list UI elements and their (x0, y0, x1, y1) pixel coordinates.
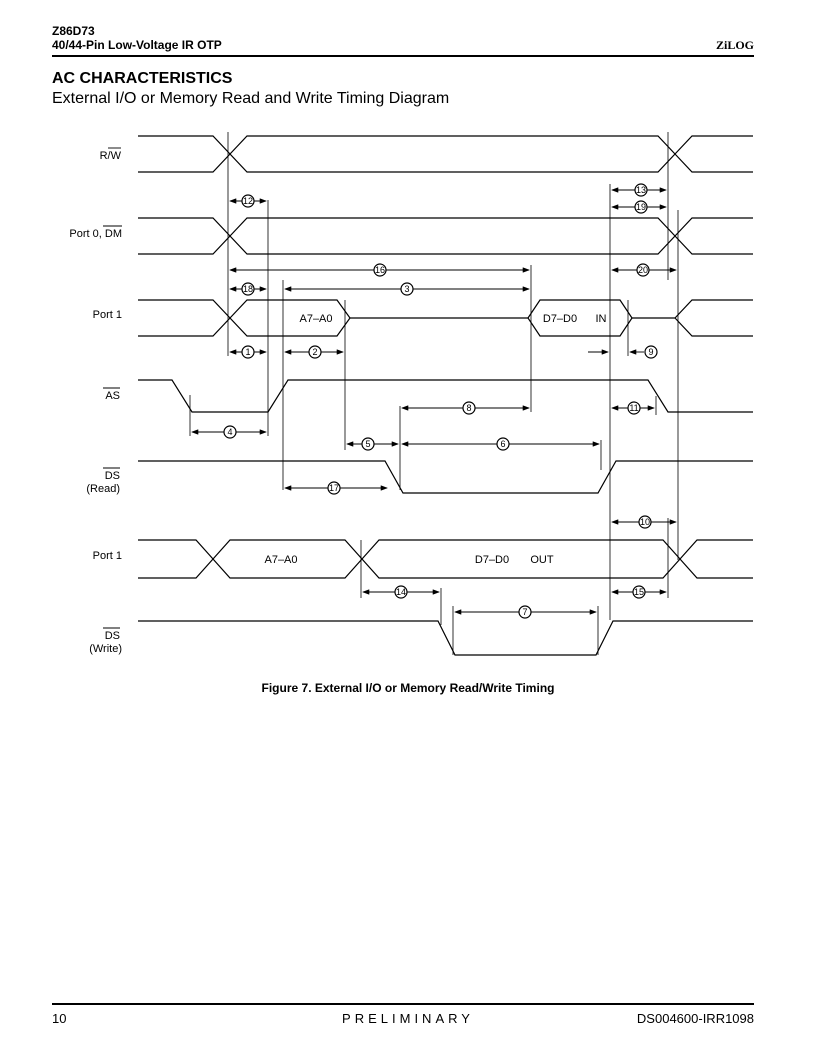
label-port1-write: Port 1 (93, 550, 122, 562)
param-3: 3 (400, 282, 414, 296)
param-16: 16 (373, 263, 387, 277)
svg-text:6: 6 (500, 439, 505, 449)
bus-read-data: D7–D0 (543, 313, 577, 325)
param-10: 10 (638, 515, 652, 529)
param-7: 7 (518, 605, 532, 619)
svg-text:1: 1 (245, 347, 250, 357)
part-subtitle: 40/44-Pin Low-Voltage IR OTP (52, 38, 222, 52)
reference-lines (189, 132, 679, 655)
param-12: 12 (241, 194, 255, 208)
label-port1-read: Port 1 (93, 309, 122, 321)
label-as: AS (105, 390, 120, 402)
waveform-ds-write (138, 620, 753, 656)
section-subtitle: External I/O or Memory Read and Write Ti… (52, 90, 450, 107)
svg-text:3: 3 (404, 284, 409, 294)
svg-text:5: 5 (365, 439, 370, 449)
section-title: AC CHARACTERISTICS (52, 70, 233, 87)
page-number: 10 (52, 1011, 67, 1026)
waveform-port1-read: A7–A0 D7–D0 IN (138, 299, 753, 337)
svg-text:20: 20 (638, 265, 648, 275)
label-port0: Port 0, DM (69, 228, 122, 240)
param-1: 1 (241, 345, 255, 359)
svg-text:18: 18 (243, 284, 253, 294)
svg-text:10: 10 (640, 517, 650, 527)
param-19: 19 (634, 200, 648, 214)
brand-logo: ZiLOG (715, 38, 754, 52)
param-17: 17 (327, 481, 341, 495)
param-15: 15 (632, 585, 646, 599)
svg-text:15: 15 (634, 587, 644, 597)
param-11: 11 (627, 401, 641, 415)
status-label: PRELIMINARY (342, 1011, 474, 1026)
waveform-ds-read (138, 460, 753, 494)
svg-text:16: 16 (375, 265, 385, 275)
bus-read-addr: A7–A0 (299, 313, 332, 325)
part-number: Z86D73 (52, 24, 95, 38)
svg-text:11: 11 (629, 403, 638, 413)
parameter-markers: 12 16 18 3 1 2 9 4 8 11 5 6 17 10 13 19 … (223, 183, 658, 619)
document-number: DS004600-IRR1098 (636, 1011, 754, 1026)
svg-text:13: 13 (636, 185, 646, 195)
param-6: 6 (496, 437, 510, 451)
bus-read-dir: IN (596, 313, 607, 325)
svg-text:14: 14 (396, 587, 406, 597)
param-18: 18 (241, 282, 255, 296)
param-4: 4 (223, 425, 237, 439)
param-20: 20 (636, 263, 650, 277)
header-left: Z86D73 40/44-Pin Low-Voltage IR OTP (52, 24, 222, 52)
param-5: 5 (361, 437, 375, 451)
footer-rule (52, 1003, 754, 1005)
param-13: 13 (634, 183, 648, 197)
label-rw: R/W (100, 150, 122, 162)
timing-diagram: R/W Port 0, DM Port 1 AS DS (Read) Port … (69, 132, 753, 656)
param-14: 14 (394, 585, 408, 599)
waveform-port1-write: A7–A0 D7–D0 OUT (138, 539, 753, 579)
figure-caption: Figure 7. External I/O or Memory Read/Wr… (261, 681, 555, 695)
bus-write-dir: OUT (530, 554, 554, 566)
svg-text:8: 8 (466, 403, 471, 413)
waveform-port0 (138, 217, 753, 255)
label-ds-read-note: (Read) (86, 483, 120, 495)
svg-text:19: 19 (636, 202, 646, 212)
waveform-as (138, 379, 753, 413)
waveform-rw (138, 135, 753, 173)
bus-write-data: D7–D0 (475, 554, 509, 566)
label-ds-read: DS (105, 470, 120, 482)
svg-text:2: 2 (312, 347, 317, 357)
label-ds-write: DS (105, 630, 120, 642)
header-rule (52, 55, 754, 57)
label-ds-write-note: (Write) (89, 643, 122, 655)
param-2: 2 (308, 345, 322, 359)
param-8: 8 (462, 401, 476, 415)
svg-text:4: 4 (227, 427, 232, 437)
timing-dimensions (191, 187, 677, 615)
bus-write-addr: A7–A0 (264, 554, 297, 566)
svg-text:17: 17 (329, 483, 339, 493)
svg-text:12: 12 (243, 196, 253, 206)
param-9: 9 (644, 345, 658, 359)
svg-text:9: 9 (648, 347, 653, 357)
svg-text:7: 7 (522, 607, 527, 617)
